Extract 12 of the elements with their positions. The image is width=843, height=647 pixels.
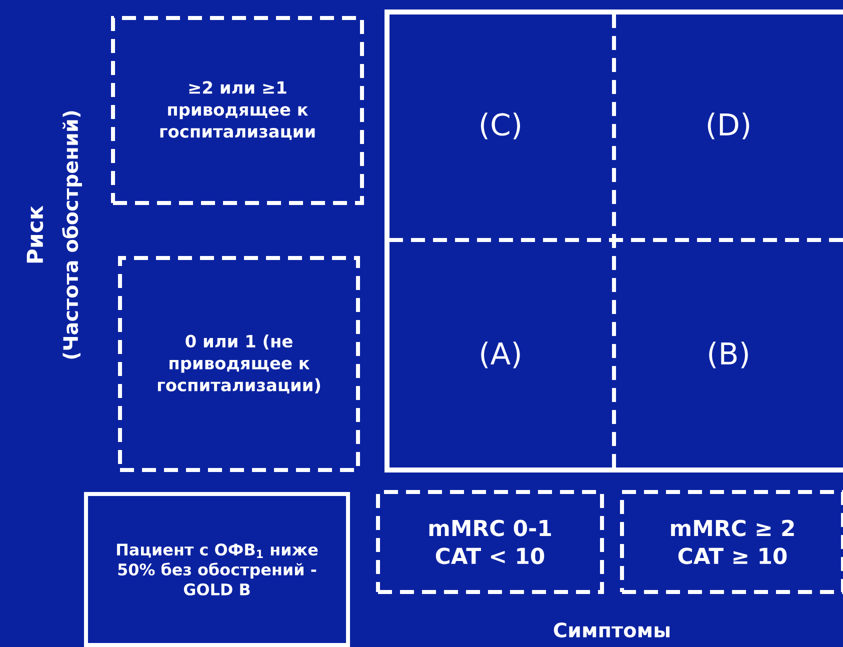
- patient-box: Пациент с ОФВ$_{1}$ ниже 50% без обострений - GOLD B: [84, 492, 350, 647]
- quadrant-label: (A): [481, 342, 520, 368]
- axis-label: (Частота обострений): [62, 111, 82, 359]
- criteria-box: ≥2 или ≥1 приводящее к госпитализации: [111, 16, 364, 205]
- axis-label: Риск: [26, 206, 44, 263]
- quadrant-label: (D): [708, 112, 750, 140]
- criteria-box: 0 или 1 (не приводящее к госпитализации): [118, 256, 360, 472]
- quadrant-label: (B): [709, 342, 748, 368]
- axis-label: Симптомы: [554, 622, 670, 638]
- quadrant-label: (C): [480, 112, 520, 140]
- criteria-box: mMRC ≥ 2 CAT ≥ 10: [620, 490, 843, 594]
- criteria-box: mMRC 0-1 CAT < 10: [376, 490, 604, 594]
